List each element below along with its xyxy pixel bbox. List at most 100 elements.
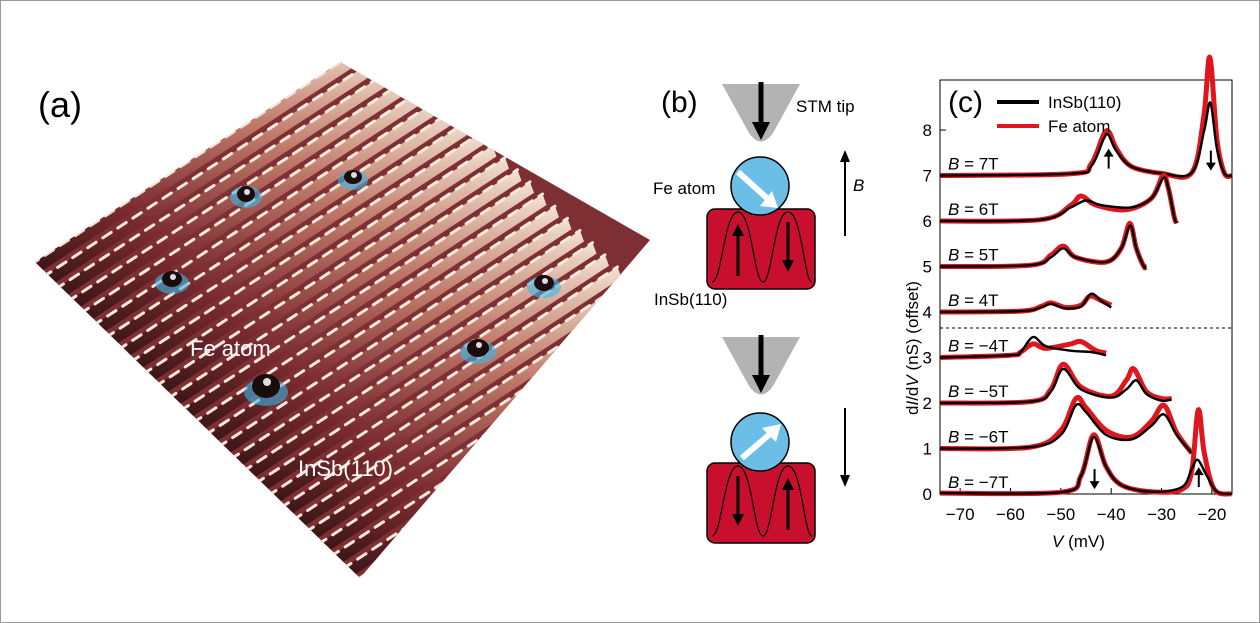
spin-arrowhead <box>1103 148 1114 157</box>
surface-ridge-highlight <box>113 131 482 374</box>
panel-c-label: (c) <box>948 86 983 119</box>
trace-insb <box>939 402 1193 454</box>
y-tick-label: 7 <box>923 167 932 186</box>
surface-ridge-highlight <box>176 192 544 435</box>
x-tick-label: −40 <box>1097 505 1126 524</box>
surface-ridge <box>35 62 397 299</box>
surface-ridge <box>40 62 409 311</box>
surface-ridge <box>240 254 609 505</box>
lattice-wave-top <box>711 211 813 283</box>
spin-arrowhead <box>1193 467 1204 476</box>
surface-ridge-highlight <box>263 277 632 520</box>
tip-spin-arrowhead-top <box>752 122 770 140</box>
fe-atom-label-b: Fe atom <box>653 179 715 198</box>
surface-ridge <box>215 230 584 481</box>
y-tick-label: 5 <box>923 258 932 277</box>
surface-ridge <box>90 108 459 359</box>
surface-ridge-highlight <box>35 62 394 289</box>
spin-down-bottom-left-head <box>732 514 744 526</box>
adatom-1 <box>230 186 262 208</box>
fe-moment-top-head <box>760 191 778 208</box>
y-axis-label: dI/dV (nS) (offset) <box>903 281 922 415</box>
legend-label-insb: InSb(110) <box>1048 93 1121 112</box>
insb-label: InSb(110) <box>298 456 393 481</box>
field-label: B = −5T <box>948 382 1008 401</box>
panel-b: (b) STM tip B Fe atom InSb(110) <box>653 82 864 544</box>
y-tick-label: 0 <box>923 485 932 504</box>
spin-arrowhead <box>1089 481 1100 490</box>
insb-label-b: InSb(110) <box>654 290 727 309</box>
surface-ridge-highlight <box>138 156 507 399</box>
trace-insb <box>939 101 1233 178</box>
surface-ridge <box>65 84 434 335</box>
field-arrow-down-head <box>840 475 850 487</box>
spin-up-top-left-head <box>732 224 744 236</box>
adatom-5 <box>460 339 496 364</box>
fe-atom-label: Fe atom <box>190 336 271 361</box>
field-label: B = 6T <box>948 200 999 219</box>
surface-ridge <box>165 181 534 432</box>
surface-ridge-highlight <box>251 265 619 508</box>
y-tick-label: 6 <box>923 212 932 231</box>
surface-ridge <box>152 169 522 420</box>
surface-ridge <box>265 279 634 530</box>
fe-moment-bottom <box>740 431 772 461</box>
surface-ridge-highlight <box>151 168 519 411</box>
trace-insb <box>939 224 1148 270</box>
field-label: B = 4T <box>948 291 999 310</box>
surface-ridge-highlight <box>76 95 444 338</box>
surface-ridge-highlight <box>126 143 494 386</box>
y-tick-label: 3 <box>923 349 932 368</box>
x-tick-label: −50 <box>1046 505 1075 524</box>
y-tick-label: 2 <box>923 394 932 413</box>
adatom-2 <box>338 170 368 190</box>
field-symbol: B <box>853 176 864 195</box>
trace-insb <box>939 176 1178 224</box>
surface-ridge-highlight <box>188 204 557 447</box>
field-label: B = 7T <box>948 155 999 174</box>
surface-ridge-highlight <box>213 228 582 471</box>
surface-ridge <box>252 266 622 517</box>
stm-tip-label: STM tip <box>796 97 855 116</box>
lattice-wave-bottom <box>711 465 813 537</box>
surface-ridge <box>127 145 497 396</box>
spin-up-bottom-right-head <box>782 478 794 490</box>
surface-ridge-highlight <box>163 180 532 423</box>
surface-ridges <box>35 62 650 578</box>
surface-ridge-highlight <box>101 119 469 362</box>
surface-ridge <box>227 242 597 493</box>
surface-ridge-highlight <box>88 107 457 350</box>
panel-a-label: (a) <box>38 84 82 125</box>
surface-ridge <box>140 157 509 408</box>
adatom-6 <box>244 374 288 406</box>
surface-ridge-highlight <box>201 216 569 459</box>
x-tick-label: −60 <box>996 505 1025 524</box>
y-tick-label: 8 <box>923 121 932 140</box>
surface-ridge <box>202 218 572 469</box>
legend: InSb(110) Fe atom <box>997 93 1121 136</box>
chart-arrows <box>1089 148 1216 490</box>
y-tick-label: 1 <box>923 440 932 459</box>
chart-traces <box>939 54 1233 497</box>
adatom-4 <box>527 275 561 298</box>
legend-label-fe: Fe atom <box>1048 117 1110 136</box>
field-label: B = −4T <box>948 337 1008 356</box>
field-label: B = −6T <box>948 428 1008 447</box>
field-label: B = 5T <box>948 246 999 265</box>
adatom-3 <box>155 271 189 294</box>
x-tick-label: −20 <box>1197 505 1226 524</box>
surface-ridge <box>115 133 484 384</box>
fe-moment-top <box>735 169 771 202</box>
tip-spin-arrowhead-bottom <box>752 375 770 393</box>
surface-ridge-highlight <box>38 62 407 301</box>
x-tick-label: −30 <box>1147 505 1176 524</box>
field-arrow-up-head <box>840 150 850 162</box>
panel-b-label: (b) <box>661 86 698 119</box>
surface-ridge <box>35 62 384 286</box>
trace-insb <box>939 435 1233 496</box>
surface-ridge <box>102 121 472 372</box>
x-tick-label: −70 <box>946 505 975 524</box>
